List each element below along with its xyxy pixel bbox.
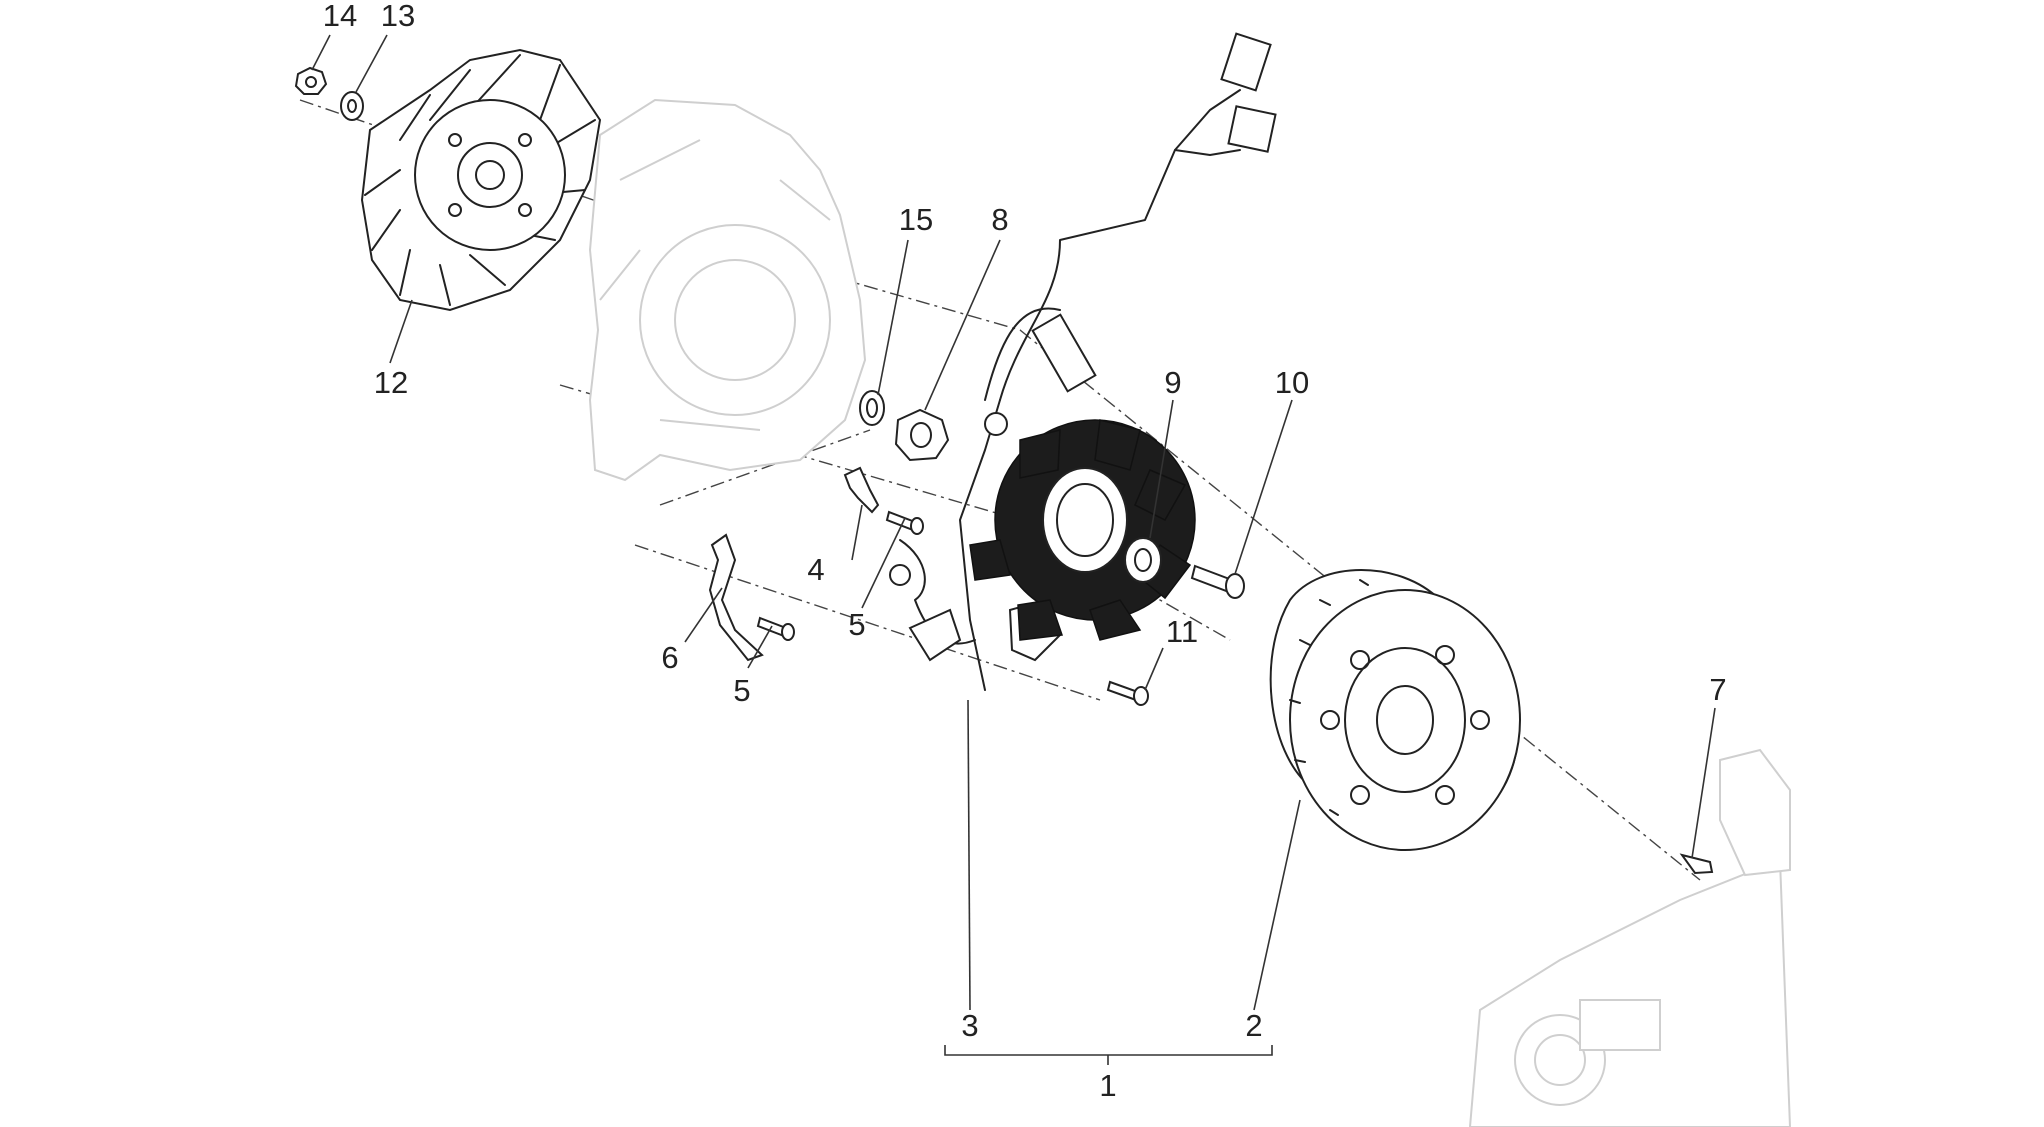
plate (708, 533, 764, 662)
callout-12: 12 (374, 365, 408, 400)
callout-13: 13 (381, 0, 415, 33)
callout-8: 8 (991, 202, 1008, 237)
fan-nut (294, 66, 328, 95)
callout-7: 7 (1709, 672, 1726, 707)
fan-washer (340, 91, 364, 121)
crankcase-cover-ghost (588, 98, 867, 482)
flywheel-rotor (1269, 569, 1521, 851)
callout-labels: 1 2 3 4 5 5 6 7 8 9 10 11 12 13 14 15 (323, 0, 1727, 1103)
flywheel-nut (894, 408, 950, 462)
screw-upper (885, 510, 924, 535)
callout-6: 6 (661, 640, 678, 675)
callout-5-upper: 5 (848, 607, 865, 642)
callout-3: 3 (961, 1008, 978, 1043)
screw-lower (756, 616, 795, 641)
oil-seal (859, 390, 885, 426)
callout-11: 11 (1166, 614, 1198, 649)
callout-15: 15 (899, 202, 933, 237)
bracket (843, 466, 880, 514)
engine-block-ghost (1468, 748, 1792, 1127)
woodruff-key (1679, 853, 1714, 875)
cooling-fan (360, 48, 602, 312)
stator-assembly (889, 32, 1277, 691)
callout-2: 2 (1245, 1008, 1262, 1043)
pickup-screw (1106, 680, 1149, 706)
callout-5-lower: 5 (733, 673, 750, 708)
callout-1: 1 (1099, 1068, 1116, 1103)
callout-14: 14 (323, 0, 357, 33)
callout-4: 4 (807, 552, 824, 587)
stator-washer (1124, 537, 1162, 583)
callout-10: 10 (1275, 365, 1309, 400)
leader-lines (311, 34, 1716, 1011)
assembly-group-bracket (944, 1045, 1273, 1065)
callout-9: 9 (1164, 365, 1181, 400)
